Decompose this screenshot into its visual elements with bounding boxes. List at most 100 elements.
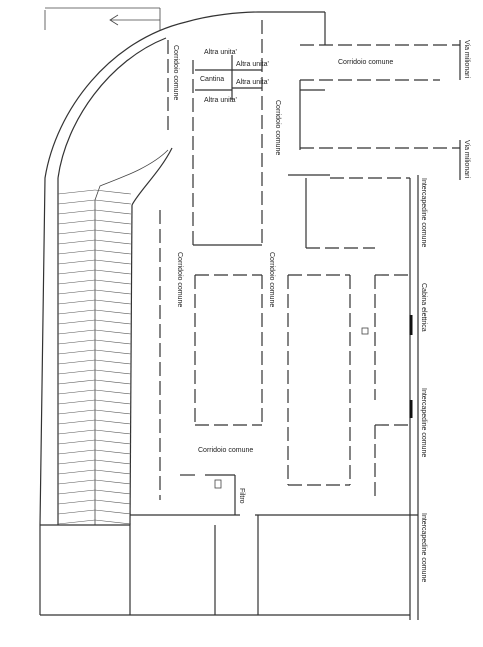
label-corridoio-vertical-mid: Corridoio comune bbox=[274, 100, 281, 155]
ramp-step-left bbox=[57, 219, 96, 225]
ramp-inner-arc-2 bbox=[94, 149, 169, 201]
entrance-arrow-head bbox=[109, 14, 119, 26]
ramp-step-right bbox=[94, 299, 132, 305]
filtro-door bbox=[214, 479, 222, 489]
ramp-step-right bbox=[94, 249, 132, 255]
label-intercapedine-comune-2: Intercapedine comune bbox=[420, 388, 427, 457]
ramp-step-right bbox=[94, 259, 132, 265]
ramp-step-left bbox=[57, 289, 96, 295]
ramp-step-right bbox=[94, 329, 132, 335]
ramp-step-right bbox=[94, 439, 132, 445]
label-cantina: Cantina bbox=[200, 76, 224, 83]
ramp-step-left bbox=[57, 319, 96, 325]
ramp-step-left bbox=[57, 449, 96, 455]
ramp-step-right bbox=[94, 459, 132, 465]
ramp-step-right bbox=[94, 219, 132, 225]
ramp-step-left bbox=[57, 379, 96, 385]
label-intercapedine-comune-1: Intercapedine comune bbox=[420, 178, 427, 247]
ramp-step-left bbox=[57, 519, 96, 525]
labels: Corridoio comune Corridoio comune Corrid… bbox=[172, 40, 470, 582]
ramp-step-left bbox=[57, 409, 96, 415]
ramp-step-left bbox=[57, 239, 96, 245]
ramp-step-left bbox=[57, 469, 96, 475]
ramp-right-wall bbox=[129, 204, 133, 526]
ramp-step-left bbox=[57, 509, 96, 515]
ramp-step-right bbox=[94, 519, 132, 525]
ramp-step-left bbox=[57, 339, 96, 345]
ramp-step-left bbox=[57, 189, 96, 195]
ramp-outer-arc bbox=[39, 21, 187, 526]
label-altra-unita-3: Altra unita' bbox=[236, 79, 269, 86]
ramp-step-right bbox=[94, 229, 132, 235]
label-altra-unita-4: Altra unita' bbox=[204, 97, 237, 104]
ramp-step-right bbox=[94, 319, 132, 325]
ramp-step-left bbox=[57, 489, 96, 495]
ramp-step-right bbox=[94, 469, 132, 475]
ramp-step-left bbox=[57, 349, 96, 355]
bottom-area bbox=[39, 474, 418, 616]
ramp-step-left bbox=[57, 359, 96, 365]
label-filtro: Filtro bbox=[238, 488, 245, 504]
ramp bbox=[39, 21, 187, 526]
ramp-step-left bbox=[57, 249, 96, 255]
ramp-steps bbox=[57, 189, 132, 525]
ramp-step-left bbox=[57, 229, 96, 235]
label-corridoio-vertical-left: Corridoio comune bbox=[172, 45, 179, 100]
ramp-step-left bbox=[57, 329, 96, 335]
ramp-step-right bbox=[94, 189, 132, 195]
ramp-step-right bbox=[94, 339, 132, 345]
ramp-step-left bbox=[57, 479, 96, 485]
ramp-step-right bbox=[94, 389, 132, 395]
ramp-step-right bbox=[94, 479, 132, 485]
ramp-step-right bbox=[94, 509, 132, 515]
ramp-step-left bbox=[57, 429, 96, 435]
label-cabina-elettrica: Cabina elettrica bbox=[420, 283, 427, 332]
ramp-step-left bbox=[57, 419, 96, 425]
label-corridoio-bottom: Corridoio comune bbox=[198, 447, 253, 454]
ramp-step-left bbox=[57, 399, 96, 405]
upper-block bbox=[159, 11, 326, 500]
ramp-step-right bbox=[94, 289, 132, 295]
ramp-curve-right bbox=[131, 147, 173, 206]
ramp-step-right bbox=[94, 279, 132, 285]
ramp-step-right bbox=[94, 349, 132, 355]
ramp-step-left bbox=[57, 279, 96, 285]
ramp-step-left bbox=[57, 369, 96, 375]
ramp-step-right bbox=[94, 399, 132, 405]
ramp-inner-arc bbox=[57, 37, 167, 179]
ramp-step-left bbox=[57, 309, 96, 315]
ramp-step-left bbox=[57, 439, 96, 445]
ramp-step-right bbox=[94, 309, 132, 315]
ramp-step-right bbox=[94, 449, 132, 455]
ramp-step-left bbox=[57, 199, 96, 205]
label-intercapedine-comune-3: Intercapedine comune bbox=[420, 513, 427, 582]
ramp-step-right bbox=[94, 239, 132, 245]
label-corridoio-center: Corridoio comune bbox=[268, 252, 275, 307]
ramp-step-right bbox=[94, 379, 132, 385]
ramp-step-right bbox=[94, 199, 132, 205]
ramp-step-left bbox=[57, 499, 96, 505]
ramp-step-right bbox=[94, 359, 132, 365]
ramp-step-right bbox=[94, 409, 132, 415]
ramp-step-right bbox=[94, 499, 132, 505]
upper-curve bbox=[185, 11, 259, 23]
ramp-step-left bbox=[57, 269, 96, 275]
ramp-step-left bbox=[57, 209, 96, 215]
label-altra-unita-1: Altra unita' bbox=[204, 49, 237, 56]
ramp-step-left bbox=[57, 259, 96, 265]
top-right-corridor bbox=[299, 40, 461, 180]
label-corridoio-comune-top: Corridoio comune bbox=[338, 59, 393, 66]
ramp-step-right bbox=[94, 209, 132, 215]
label-via-milionari-2: Via milionari bbox=[463, 140, 470, 178]
ramp-step-right bbox=[94, 419, 132, 425]
ramp-step-right bbox=[94, 269, 132, 275]
ramp-step-right bbox=[94, 429, 132, 435]
middle-rooms bbox=[194, 174, 419, 620]
label-via-milionari-1: Via milionari bbox=[463, 40, 470, 78]
room-small-square bbox=[361, 327, 369, 335]
entrance-arrow bbox=[44, 7, 161, 30]
ramp-step-right bbox=[94, 489, 132, 495]
ramp-step-right bbox=[94, 369, 132, 375]
